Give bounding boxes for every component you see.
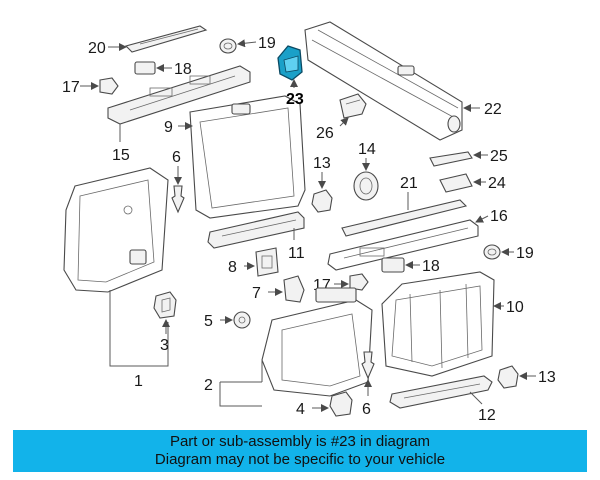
callout-19-top: 19 [258, 35, 276, 52]
part-3-hook[interactable] [153, 291, 177, 319]
callout-24: 24 [488, 175, 506, 192]
part-15-scuff-plate[interactable] [107, 65, 251, 125]
part-19-grommet-top[interactable] [219, 38, 237, 54]
part-20-trim-strip[interactable] [124, 25, 208, 53]
callout-8: 8 [228, 259, 237, 276]
callout-16: 16 [490, 208, 508, 225]
callout-1: 1 [134, 373, 143, 390]
callout-19-lower: 19 [516, 245, 534, 262]
callout-18-lower: 18 [422, 258, 440, 275]
callout-11: 11 [288, 245, 305, 262]
part-19-grommet-lower[interactable] [483, 244, 501, 260]
callout-6-upper: 6 [172, 149, 181, 166]
callout-2: 2 [204, 377, 213, 394]
part-2-lower-panel[interactable] [261, 287, 373, 397]
callout-9: 9 [164, 119, 173, 136]
part-5-clip[interactable] [233, 311, 251, 329]
part-11-bracket-rail[interactable] [207, 211, 305, 249]
part-14-cap[interactable] [353, 171, 379, 201]
part-18-clip-lower[interactable] [381, 257, 405, 273]
part-13-nut-lower[interactable] [497, 365, 519, 389]
callout-10: 10 [506, 299, 524, 316]
part-24-plate[interactable] [439, 173, 473, 193]
part-18-clip-top[interactable] [134, 61, 156, 75]
part-6-pin-upper[interactable] [171, 185, 185, 214]
part-22-tonneau-cover[interactable] [304, 21, 463, 141]
part-21-rail[interactable] [341, 199, 468, 237]
callout-7: 7 [252, 285, 261, 302]
callout-4: 4 [296, 401, 305, 418]
callout-5: 5 [204, 313, 213, 330]
part-13-nut-upper[interactable] [311, 189, 333, 213]
part-7-bracket[interactable] [283, 275, 305, 303]
callout-20: 20 [88, 40, 106, 57]
part-9-quarter-panel[interactable] [189, 95, 306, 219]
part-1-side-panel[interactable] [63, 167, 169, 293]
callout-18-top: 18 [174, 61, 192, 78]
part-26-pad[interactable] [339, 93, 367, 119]
callout-21: 21 [400, 175, 418, 192]
callout-22: 22 [484, 101, 502, 118]
callout-23: 23 [286, 91, 304, 108]
part-6-pin-lower[interactable] [361, 351, 375, 380]
callout-13-upper: 13 [313, 155, 331, 172]
callout-14: 14 [358, 141, 376, 158]
info-banner: Part or sub-assembly is #23 in diagram D… [13, 430, 587, 472]
banner-line-1: Part or sub-assembly is #23 in diagram [169, 433, 431, 450]
part-17-retainer-lower[interactable] [349, 273, 369, 291]
callout-12: 12 [478, 407, 496, 424]
callout-3: 3 [160, 337, 169, 354]
part-12-sill-plate[interactable] [389, 375, 493, 409]
callout-15: 15 [112, 147, 130, 164]
parts-diagram: 20 19 18 17 15 9 23 [62, 21, 556, 424]
callout-6-lower: 6 [362, 401, 371, 418]
part-8-bracket[interactable] [255, 247, 279, 277]
callout-26: 26 [316, 125, 334, 142]
part-25-strip[interactable] [429, 151, 473, 167]
part-16-lower-rail[interactable] [327, 219, 479, 271]
part-4-hook[interactable] [329, 391, 353, 417]
part-17-retainer-top[interactable] [99, 77, 119, 95]
part-23-bracket-highlighted[interactable] [277, 45, 303, 81]
callout-17-top: 17 [62, 79, 80, 96]
callout-13-lower: 13 [538, 369, 556, 386]
banner-line-2: Diagram may not be specific to your vehi… [154, 451, 446, 468]
callout-25: 25 [490, 148, 508, 165]
part-10-storage-bin[interactable] [381, 271, 495, 377]
